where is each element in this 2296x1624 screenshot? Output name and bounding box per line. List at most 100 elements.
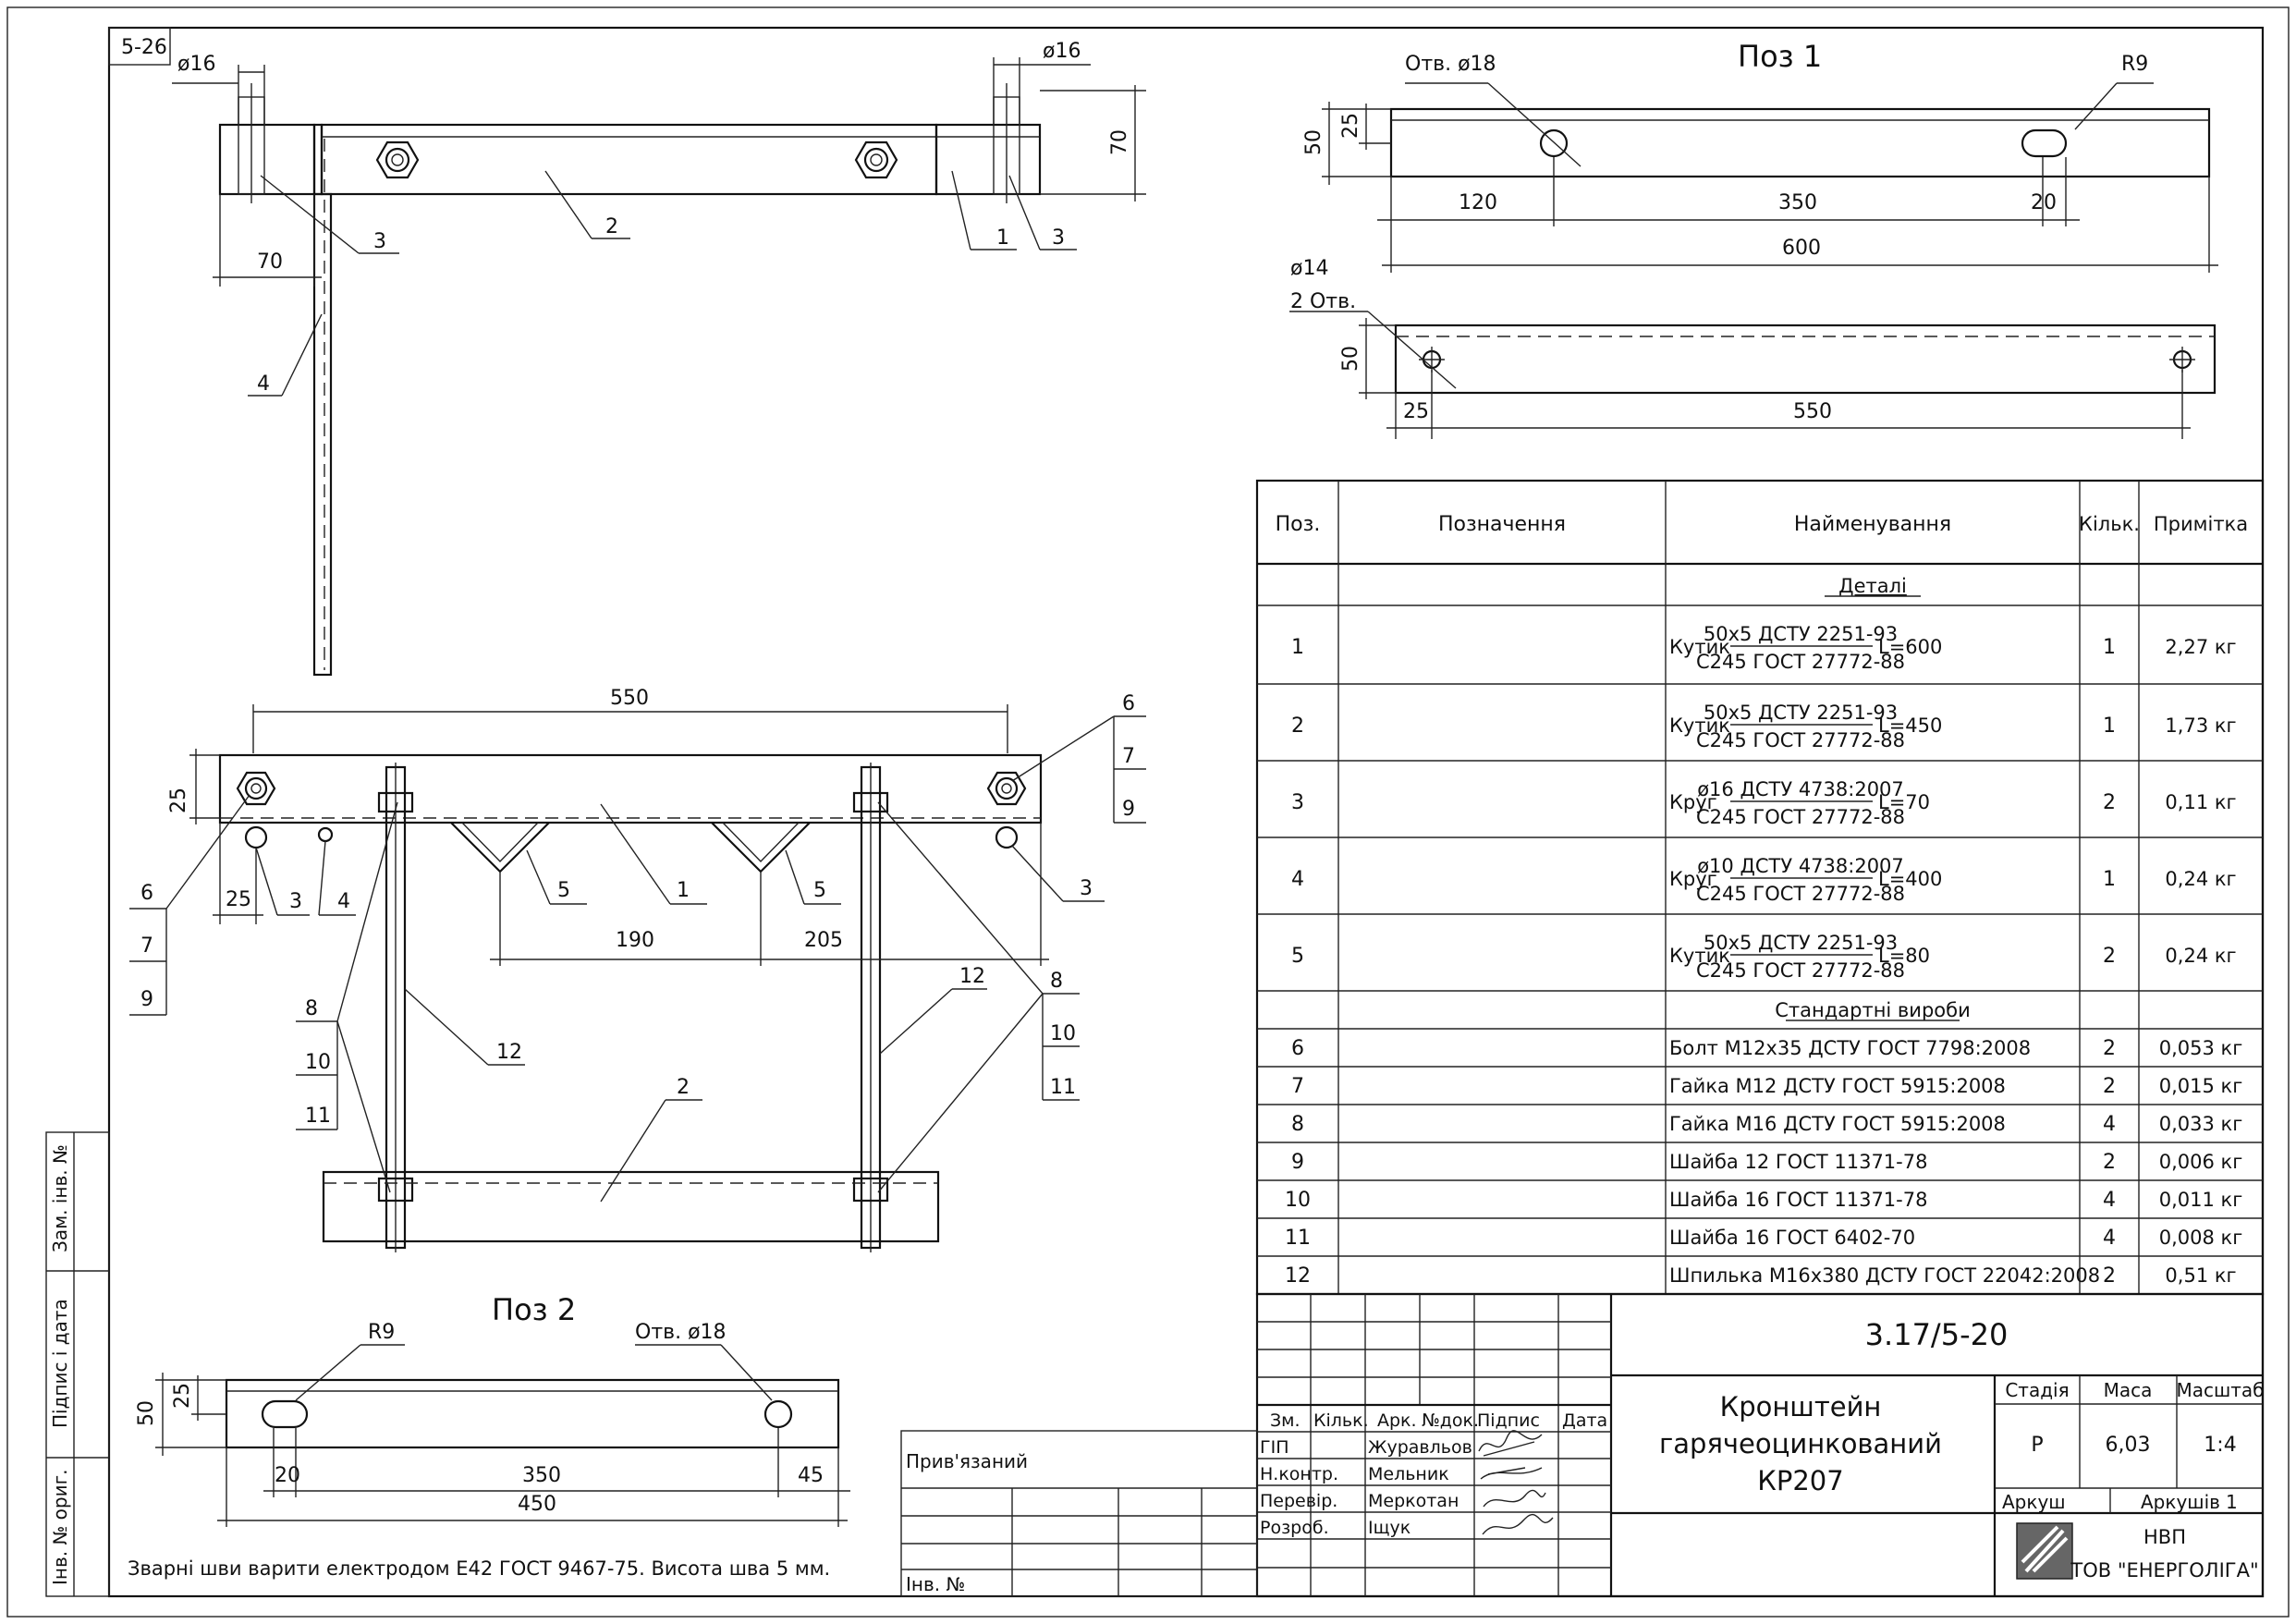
- inner-frame: [107, 26, 2265, 1598]
- sheets-label: Аркушів: [2141, 1491, 2220, 1513]
- stage-label: Стадія: [2005, 1379, 2069, 1401]
- dim-h70: 70: [1108, 129, 1131, 155]
- role-perevir: Перевір.: [1260, 1491, 1337, 1511]
- p1b-dim-550: 550: [1793, 400, 1832, 423]
- role-gip: ГІП: [1260, 1437, 1288, 1458]
- front-dim-e25: 25: [226, 888, 251, 911]
- th-poznachennia: Позначення: [1438, 513, 1566, 536]
- scale-label: Масштаб: [2176, 1379, 2264, 1401]
- callout-front-4: 4: [337, 890, 350, 913]
- callout-front-8-right: 8: [1050, 970, 1063, 993]
- spec-qty: 4: [2103, 1113, 2116, 1136]
- callout-front-11-right: 11: [1050, 1076, 1076, 1099]
- callout-front-12-left: 12: [496, 1041, 522, 1064]
- p1b-2otv-label: 2 Отв.: [1290, 290, 1356, 313]
- org-logo: [2016, 1522, 2073, 1580]
- spec-note: 0,033 кг: [2159, 1113, 2243, 1135]
- name-4: Іщук: [1368, 1518, 1411, 1538]
- pryvyazanyi-label: Прив'язаний: [906, 1450, 1028, 1472]
- spec-qty: 1: [2103, 714, 2116, 738]
- spec-pos: 3: [1291, 791, 1304, 814]
- spec-length: L=450: [1878, 714, 1942, 737]
- spec-qty: 2: [2103, 1075, 2116, 1098]
- p1-dim-600: 600: [1782, 237, 1821, 260]
- scale-value: 1:4: [2204, 1434, 2236, 1457]
- top-nut-left: [375, 140, 420, 179]
- spec-pos: 2: [1291, 714, 1304, 738]
- spec-qty: 2: [2103, 791, 2116, 814]
- spec-fraction-top: 50х5 ДСТУ 2251-93: [1704, 623, 1898, 645]
- product-name-3: КР207: [1757, 1465, 1843, 1496]
- spec-pos: 4: [1291, 868, 1304, 891]
- front-bolt-right: [986, 771, 1027, 806]
- spec-fraction-top: ø16 ДСТУ 4738:2007: [1697, 778, 1904, 800]
- sheets-value: 1: [2226, 1491, 2238, 1513]
- spec-pos: 7: [1291, 1075, 1304, 1098]
- p1b-dim-50: 50: [1339, 346, 1362, 372]
- spec-prefix: Круг: [1669, 868, 1717, 890]
- spec-fraction-bottom: С245 ГОСТ 27772-88: [1696, 729, 1905, 751]
- spec-name: Шайба 16 ГОСТ 11371-78: [1669, 1189, 1927, 1211]
- name-3: Меркотан: [1368, 1491, 1459, 1511]
- front-dim-190: 190: [616, 929, 654, 952]
- dim-w70: 70: [257, 250, 283, 274]
- th-naimenuvannia: Найменування: [1794, 513, 1951, 536]
- front-view: 550: [129, 687, 1146, 1252]
- spec-qty: 4: [2103, 1227, 2116, 1250]
- poz1-view: Поз 1 50 25 120 350 20 600 Отв. ø18 R9: [1289, 39, 2218, 439]
- spec-qty: 2: [2103, 1264, 2116, 1288]
- spec-length: L=400: [1878, 868, 1942, 890]
- spec-qty: 4: [2103, 1189, 2116, 1212]
- th-prymitka: Примітка: [2154, 513, 2248, 535]
- callout-top-3-left: 3: [373, 230, 386, 253]
- dim-d16-left: ø16: [177, 53, 215, 76]
- weld-note: Зварні шви варити електродом Е42 ГОСТ 94…: [128, 1557, 830, 1580]
- callout-front-8-left: 8: [305, 997, 318, 1020]
- product-name-1: Кронштейн: [1720, 1391, 1882, 1423]
- stage-value: Р: [2031, 1434, 2043, 1457]
- p2-dim-45: 45: [798, 1464, 824, 1487]
- p1b-d14-label: ø14: [1290, 257, 1328, 280]
- spec-prefix: Кутик: [1669, 714, 1730, 737]
- callout-front-1: 1: [677, 879, 690, 902]
- inv-no-label: Інв. №: [906, 1573, 965, 1595]
- spec-fraction-top: 50х5 ДСТУ 2251-93: [1704, 932, 1898, 954]
- role-nkontr: Н.контр.: [1260, 1464, 1338, 1484]
- spec-note: 0,015 кг: [2159, 1075, 2243, 1097]
- callout-front-2: 2: [677, 1076, 690, 1099]
- col-zm: Зм.: [1270, 1410, 1301, 1431]
- role-rozrob: Розроб.: [1260, 1518, 1329, 1538]
- spec-length: L=70: [1878, 791, 1930, 813]
- p1-dim-120: 120: [1459, 191, 1497, 214]
- mass-value: 6,03: [2106, 1434, 2151, 1457]
- callout-front-9-left: 9: [140, 988, 153, 1011]
- th-kilk: Кільк.: [2079, 513, 2140, 535]
- spec-prefix: Круг: [1669, 791, 1717, 813]
- callout-front-6-right: 6: [1122, 692, 1135, 715]
- callout-front-3-right: 3: [1080, 877, 1093, 900]
- side-label-inv-orig: Інв. № ориг.: [49, 1470, 71, 1585]
- front-bolt-left: [236, 771, 276, 806]
- callout-top-1: 1: [996, 226, 1009, 250]
- p2-dim-50: 50: [135, 1400, 158, 1426]
- front-dim-25: 25: [167, 788, 190, 813]
- callout-front-5-left: 5: [557, 879, 570, 902]
- spec-fraction-bottom: С245 ГОСТ 27772-88: [1696, 651, 1905, 673]
- spec-qty: 2: [2103, 1151, 2116, 1174]
- callout-front-3-left: 3: [289, 890, 302, 913]
- spec-pos: 12: [1285, 1264, 1311, 1288]
- p1-dim-350: 350: [1778, 191, 1817, 214]
- spec-length: L=600: [1878, 636, 1942, 658]
- front-dim-550: 550: [610, 687, 649, 710]
- spec-name: Гайка М16 ДСТУ ГОСТ 5915:2008: [1669, 1113, 2006, 1135]
- callout-top-3-right: 3: [1052, 226, 1065, 250]
- section-details: Деталі: [1838, 575, 1907, 597]
- spec-table: Поз. Позначення Найменування Кільк. Прим…: [1255, 479, 2265, 1296]
- spec-pos: 5: [1291, 945, 1304, 968]
- p2-hole-label: Отв. ø18: [635, 1321, 727, 1344]
- side-label-pidpys: Підпис і дата: [49, 1299, 71, 1428]
- org-line2: ТОВ "ЕНЕРГОЛІГА": [2070, 1559, 2258, 1581]
- callout-front-12-right: 12: [959, 965, 985, 988]
